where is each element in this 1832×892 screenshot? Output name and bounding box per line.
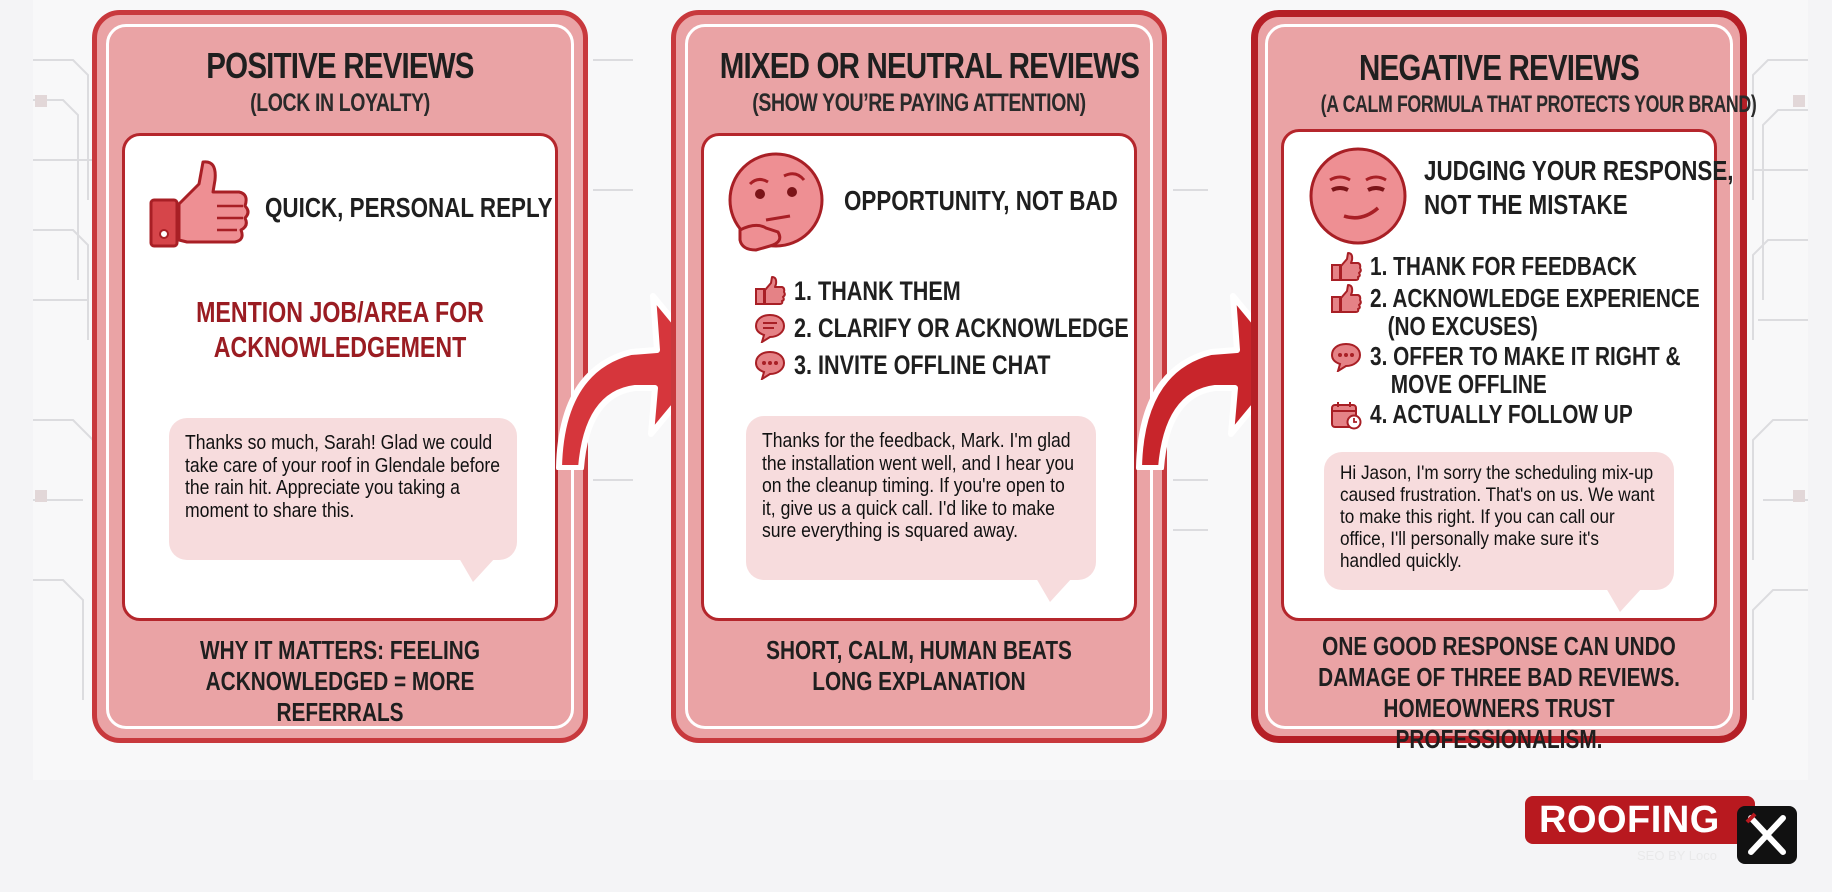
footer-line-2: ACKNOWLEDGED = MORE REFERRALS <box>205 666 475 727</box>
step-item: 2. CLARIFY OR ACKNOWLEDGE <box>754 313 1213 350</box>
x-mark-icon <box>1737 806 1797 864</box>
panel-footer: WHY IT MATTERS: FEELING ACKNOWLEDGED = M… <box>146 635 535 728</box>
review-response-infographic: POSITIVE REVIEWS (LOCK IN LOYALTY) QUICK… <box>33 0 1808 780</box>
step-text: 2. CLARIFY OR ACKNOWLEDGE <box>794 313 1129 343</box>
step-list: 1. THANK THEM 2. CLARIFY OR ACKNOWLEDGE … <box>754 276 1213 387</box>
card-headline-line-1: JUDGING YOUR RESPONSE, <box>1424 155 1734 186</box>
chat-dots-icon <box>754 350 786 380</box>
card-headline: OPPORTUNITY, NOT BAD <box>844 185 1118 216</box>
panel-card: QUICK, PERSONAL REPLY MENTION JOB/AREA F… <box>122 133 558 621</box>
example-reply-bubble: Thanks so much, Sarah! Glad we could tak… <box>169 418 517 582</box>
step-item: 3. INVITE OFFLINE CHAT <box>754 350 1213 387</box>
step-text: 3. OFFER TO MAKE IT RIGHT & MOVE OFFLINE <box>1370 341 1681 399</box>
panel-subtitle: (LOCK IN LOYALTY) <box>250 89 430 117</box>
step-text: 1. THANK THEM <box>794 276 961 306</box>
step-item: 4. ACTUALLY FOLLOW UP <box>1330 400 1782 430</box>
chat-dots-icon <box>1330 342 1362 372</box>
panel-subtitle: (SHOW YOU’RE PAYING ATTENTION) <box>752 89 1086 117</box>
smirking-face-icon <box>1309 147 1407 245</box>
thumbs-up-icon <box>1331 252 1362 281</box>
panel-footer: SHORT, CALM, HUMAN BEATS LONG EXPLANATIO… <box>725 635 1114 697</box>
thumbs-up-icon <box>755 276 786 305</box>
card-headline: QUICK, PERSONAL REPLY <box>265 192 553 223</box>
step-text: 1. THANK FOR FEEDBACK <box>1370 251 1637 281</box>
positive-reviews-panel: POSITIVE REVIEWS (LOCK IN LOYALTY) QUICK… <box>92 10 588 743</box>
step-item: 1. THANK THEM <box>754 276 1213 313</box>
thinking-face-icon <box>728 152 824 252</box>
example-reply-bubble: Hi Jason, I'm sorry the scheduling mix-u… <box>1324 452 1674 612</box>
footer-line-2: LONG EXPLANATION <box>812 666 1026 696</box>
step-list: 1. THANK FOR FEEDBACK 2. ACKNOWLEDGE EXP… <box>1330 252 1782 432</box>
logo-text: ROOFING <box>1539 799 1720 841</box>
example-reply-text: Thanks for the feedback, Mark. I'm glad … <box>762 430 1075 542</box>
panel-subtitle: (A CALM FORMULA THAT PROTECTS YOUR BRAND… <box>1320 91 1757 118</box>
footer-line-1: WHY IT MATTERS: FEELING <box>199 635 481 665</box>
mention-line-2: ACKNOWLEDGEMENT <box>213 332 467 364</box>
step-item: 2. ACKNOWLEDGE EXPERIENCE (NO EXCUSES) <box>1330 284 1782 340</box>
speech-bubble-icon <box>754 313 786 343</box>
example-reply-bubble: Thanks for the feedback, Mark. I'm glad … <box>746 416 1096 602</box>
footer-line-1: ONE GOOD RESPONSE CAN UNDO <box>1322 631 1676 661</box>
example-reply-text: Hi Jason, I'm sorry the scheduling mix-u… <box>1340 462 1655 572</box>
step-text: 2. ACKNOWLEDGE EXPERIENCE (NO EXCUSES) <box>1370 283 1700 341</box>
panel-footer: ONE GOOD RESPONSE CAN UNDO DAMAGE OF THR… <box>1306 631 1692 755</box>
roofing-logo: ROOFING SEO BY Loco <box>1525 796 1797 864</box>
footer-line-1: SHORT, CALM, HUMAN BEATS <box>766 635 1072 665</box>
logo-tagline: SEO BY Loco <box>1637 848 1717 863</box>
thumbs-up-icon <box>149 160 250 248</box>
panel-card: OPPORTUNITY, NOT BAD 1. THANK THEM 2. CL… <box>701 133 1137 621</box>
calendar-clock-icon <box>1331 402 1362 430</box>
thumbs-up-icon <box>1331 284 1362 313</box>
circuit-background <box>33 59 1808 700</box>
example-reply-text: Thanks so much, Sarah! Glad we could tak… <box>185 432 501 522</box>
panel-title: POSITIVE REVIEWS <box>206 45 474 86</box>
step-item: 3. OFFER TO MAKE IT RIGHT & MOVE OFFLINE <box>1330 342 1782 398</box>
mixed-reviews-panel: MIXED OR NEUTRAL REVIEWS (SHOW YOU’RE PA… <box>671 10 1167 743</box>
panel-title: NEGATIVE REVIEWS <box>1359 47 1640 88</box>
step-item: 1. THANK FOR FEEDBACK <box>1330 252 1782 282</box>
step-text: 3. INVITE OFFLINE CHAT <box>794 350 1051 380</box>
panel-card: JUDGING YOUR RESPONSE, NOT THE MISTAKE 1… <box>1281 129 1734 621</box>
step-text: 4. ACTUALLY FOLLOW UP <box>1370 399 1633 429</box>
panel-title: MIXED OR NEUTRAL REVIEWS <box>719 45 1140 86</box>
footer-line-2: DAMAGE OF THREE BAD REVIEWS. <box>1318 662 1680 692</box>
card-headline-line-2: NOT THE MISTAKE <box>1424 189 1628 220</box>
mention-line-1: MENTION JOB/AREA FOR <box>196 297 484 329</box>
footer-line-3: HOMEOWNERS TRUST PROFESSIONALISM. <box>1383 693 1615 754</box>
negative-reviews-panel: NEGATIVE REVIEWS (A CALM FORMULA THAT PR… <box>1251 10 1757 754</box>
